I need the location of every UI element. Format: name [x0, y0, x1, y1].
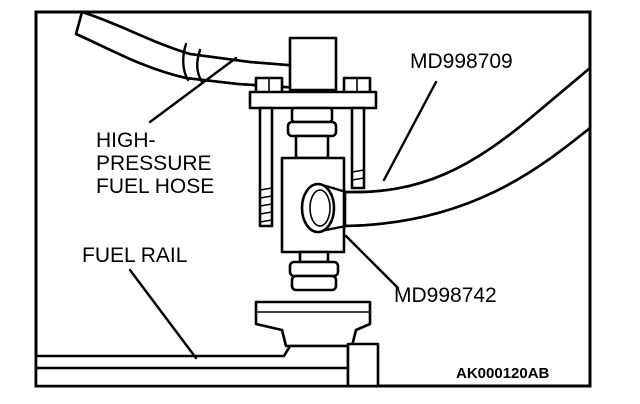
leader-lines [128, 56, 438, 360]
label-high-pressure-fuel-hose-line2: PRESSURE [96, 152, 212, 175]
label-high-pressure-fuel-hose-line1: HIGH- [96, 129, 156, 152]
label-tool-md998709: MD998709 [410, 50, 513, 73]
tool-assembly [248, 36, 378, 292]
label-tool-md998742: MD998742 [394, 284, 497, 307]
hose-right [343, 66, 592, 228]
label-fuel-rail: FUEL RAIL [82, 244, 187, 267]
fuel-rail [34, 300, 380, 388]
label-high-pressure-fuel-hose-line3: FUEL HOSE [96, 175, 214, 198]
figure-code: AK000120AB [456, 365, 550, 382]
